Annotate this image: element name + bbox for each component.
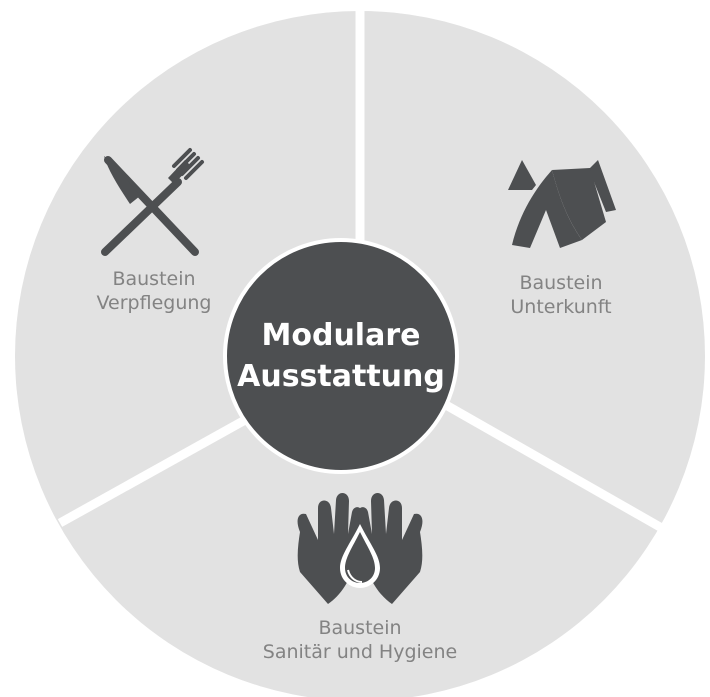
center-title-line2: Ausstattung xyxy=(237,359,445,394)
hands-water-drop-icon xyxy=(297,492,423,604)
segment-verpflegung: Baustein Verpflegung xyxy=(97,148,212,314)
segment-sanitaer: Baustein Sanitär und Hygiene xyxy=(263,492,457,663)
segment-verpflegung-line2: Verpflegung xyxy=(97,292,212,314)
segment-sanitaer-line2: Sanitär und Hygiene xyxy=(263,641,457,663)
center-circle xyxy=(223,238,459,474)
center-title-line1: Modulare xyxy=(262,318,421,353)
segment-unterkunft-line2: Unterkunft xyxy=(510,296,611,318)
segment-verpflegung-line1: Baustein xyxy=(112,268,195,290)
tent-icon xyxy=(508,160,616,248)
segment-unterkunft: Baustein Unterkunft xyxy=(508,160,616,318)
segment-unterkunft-line1: Baustein xyxy=(519,272,602,294)
segment-sanitaer-line1: Baustein xyxy=(318,617,401,639)
fork-knife-icon xyxy=(101,148,204,256)
